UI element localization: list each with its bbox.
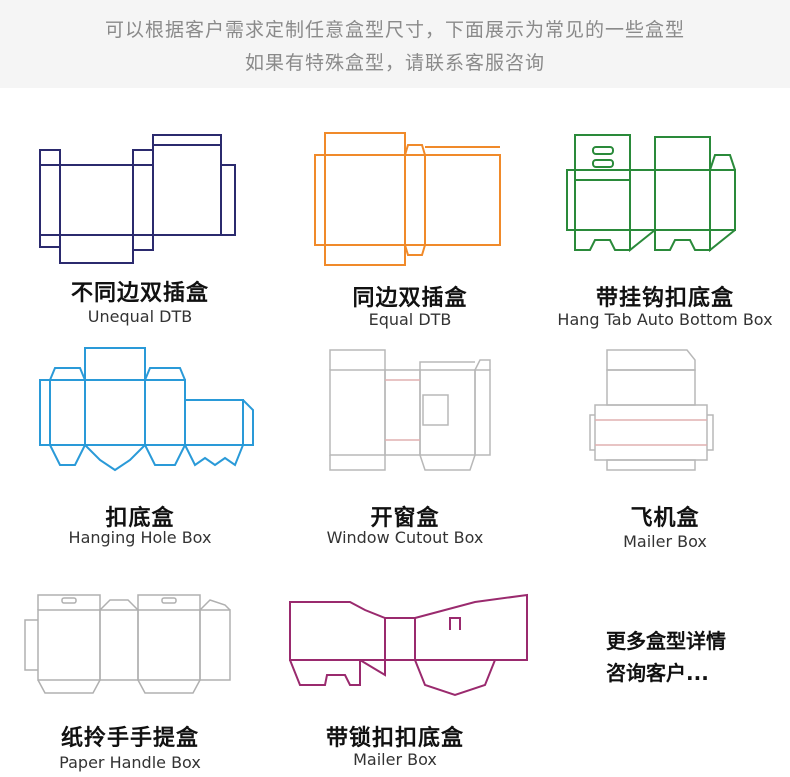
box-title-zh: 带锁扣扣底盒	[325, 726, 464, 751]
hang-tab-dieline-icon	[566, 134, 736, 253]
box-card-unequal-dtb: 不同边双插盒 Unequal DTB	[10, 125, 270, 335]
box-title-zh: 开窗盒	[370, 506, 440, 531]
box-title-zh: 带挂钩扣底盒	[595, 286, 734, 311]
header-line-1: 可以根据客户需求定制任意盒型尺寸，下面展示为常见的一些盒型	[104, 19, 685, 41]
handle-box-dieline-icon	[24, 594, 231, 694]
box-title-en: Hang Tab Auto Bottom Box	[557, 310, 773, 329]
header-line-2: 如果有特殊盒型，请联系客服咨询	[244, 52, 545, 74]
mailer-box-dieline-icon	[589, 349, 714, 471]
box-title-zh: 纸拎手手提盒	[60, 726, 199, 751]
box-card-lock-bottom: 带锁扣扣底盒 Mailer Box	[265, 590, 528, 775]
box-card-mailer: 飞机盒 Mailer Box	[535, 340, 790, 551]
box-title-zh: 同边双插盒	[352, 286, 468, 311]
box-title-en: Equal DTB	[368, 310, 452, 329]
window-box-dieline-icon	[329, 349, 491, 471]
box-title-en: Hanging Hole Box	[68, 528, 212, 547]
box-title-zh: 飞机盒	[630, 506, 700, 531]
box-title-en: Unequal DTB	[87, 307, 193, 326]
equal-dtb-dieline-icon	[314, 132, 501, 266]
more-line-1: 更多盒型详情	[606, 629, 726, 653]
box-title-en: Mailer Box	[623, 532, 707, 551]
box-card-window-cutout: 开窗盒 Window Cutout Box	[275, 340, 535, 550]
box-card-hang-tab: 带挂钩扣底盒 Hang Tab Auto Bottom Box	[535, 125, 790, 335]
box-card-hanging-hole: 扣底盒 Hanging Hole Box	[10, 340, 270, 550]
auto-bottom-dieline-icon	[39, 347, 254, 472]
box-title-zh: 扣底盒	[105, 506, 175, 531]
more-info-note: 更多盒型详情 咨询客户...	[606, 625, 776, 689]
unequal-dtb-dieline-icon	[39, 134, 236, 264]
box-card-paper-handle: 纸拎手手提盒 Paper Handle Box	[0, 585, 260, 775]
box-title-zh: 不同边双插盒	[70, 281, 209, 306]
box-title-en: Window Cutout Box	[326, 528, 484, 547]
header-banner: 可以根据客户需求定制任意盒型尺寸，下面展示为常见的一些盒型 如果有特殊盒型，请联…	[0, 0, 790, 88]
box-card-equal-dtb: 同边双插盒 Equal DTB	[280, 125, 540, 335]
box-title-en: Paper Handle Box	[59, 753, 201, 772]
lock-bottom-dieline-icon	[289, 593, 528, 697]
box-title-en: Mailer Box	[353, 750, 437, 769]
more-line-2: 咨询客户...	[606, 661, 709, 685]
